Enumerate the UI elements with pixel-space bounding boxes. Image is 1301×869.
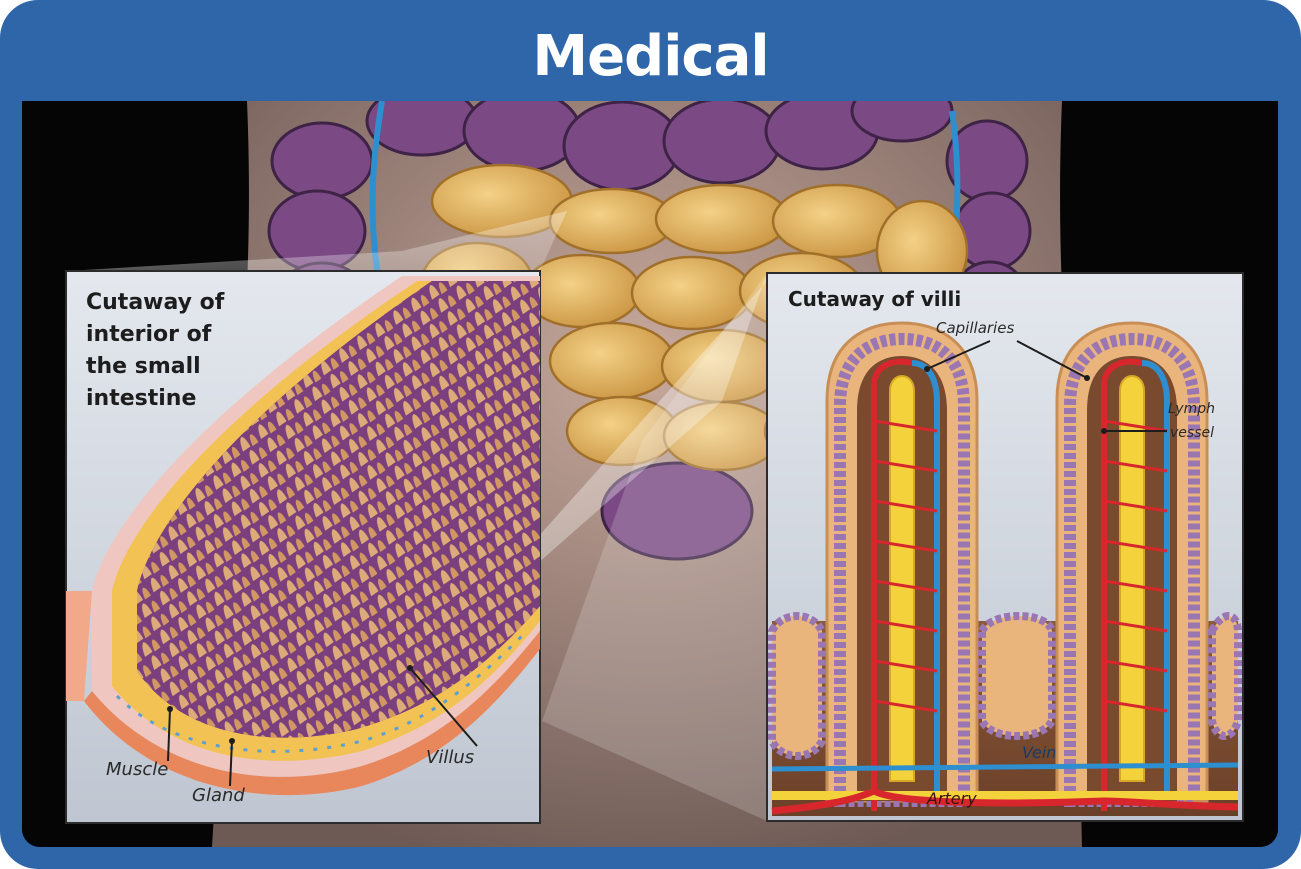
interior-panel (65, 270, 541, 824)
zoom-beam-left (67, 211, 567, 271)
gland-label: Gland (192, 785, 245, 806)
villus-label: Villus (426, 747, 475, 768)
vein-label: Vein (1022, 743, 1057, 762)
interior-title-line: intestine (86, 386, 197, 411)
lymph-label-line2: vessel (1170, 425, 1214, 441)
page-title: Medical (532, 24, 769, 89)
illustration-svg (22, 101, 1278, 847)
artery-label: Artery (927, 789, 977, 808)
villi-panel (766, 272, 1244, 822)
capillaries-label: Capillaries (936, 319, 1015, 337)
interior-panel-title: Cutaway of interior of the small intesti… (86, 287, 224, 415)
interior-title-line: the small (86, 354, 201, 379)
villi-panel-title: Cutaway of villi (788, 287, 962, 311)
illustration: Cutaway of interior of the small intesti… (22, 101, 1278, 847)
muscle-label: Muscle (106, 759, 169, 780)
interior-title-line: Cutaway of (86, 290, 225, 315)
lymph-label-line1: Lymph (1168, 401, 1215, 417)
interior-title-line: interior of (86, 322, 212, 347)
